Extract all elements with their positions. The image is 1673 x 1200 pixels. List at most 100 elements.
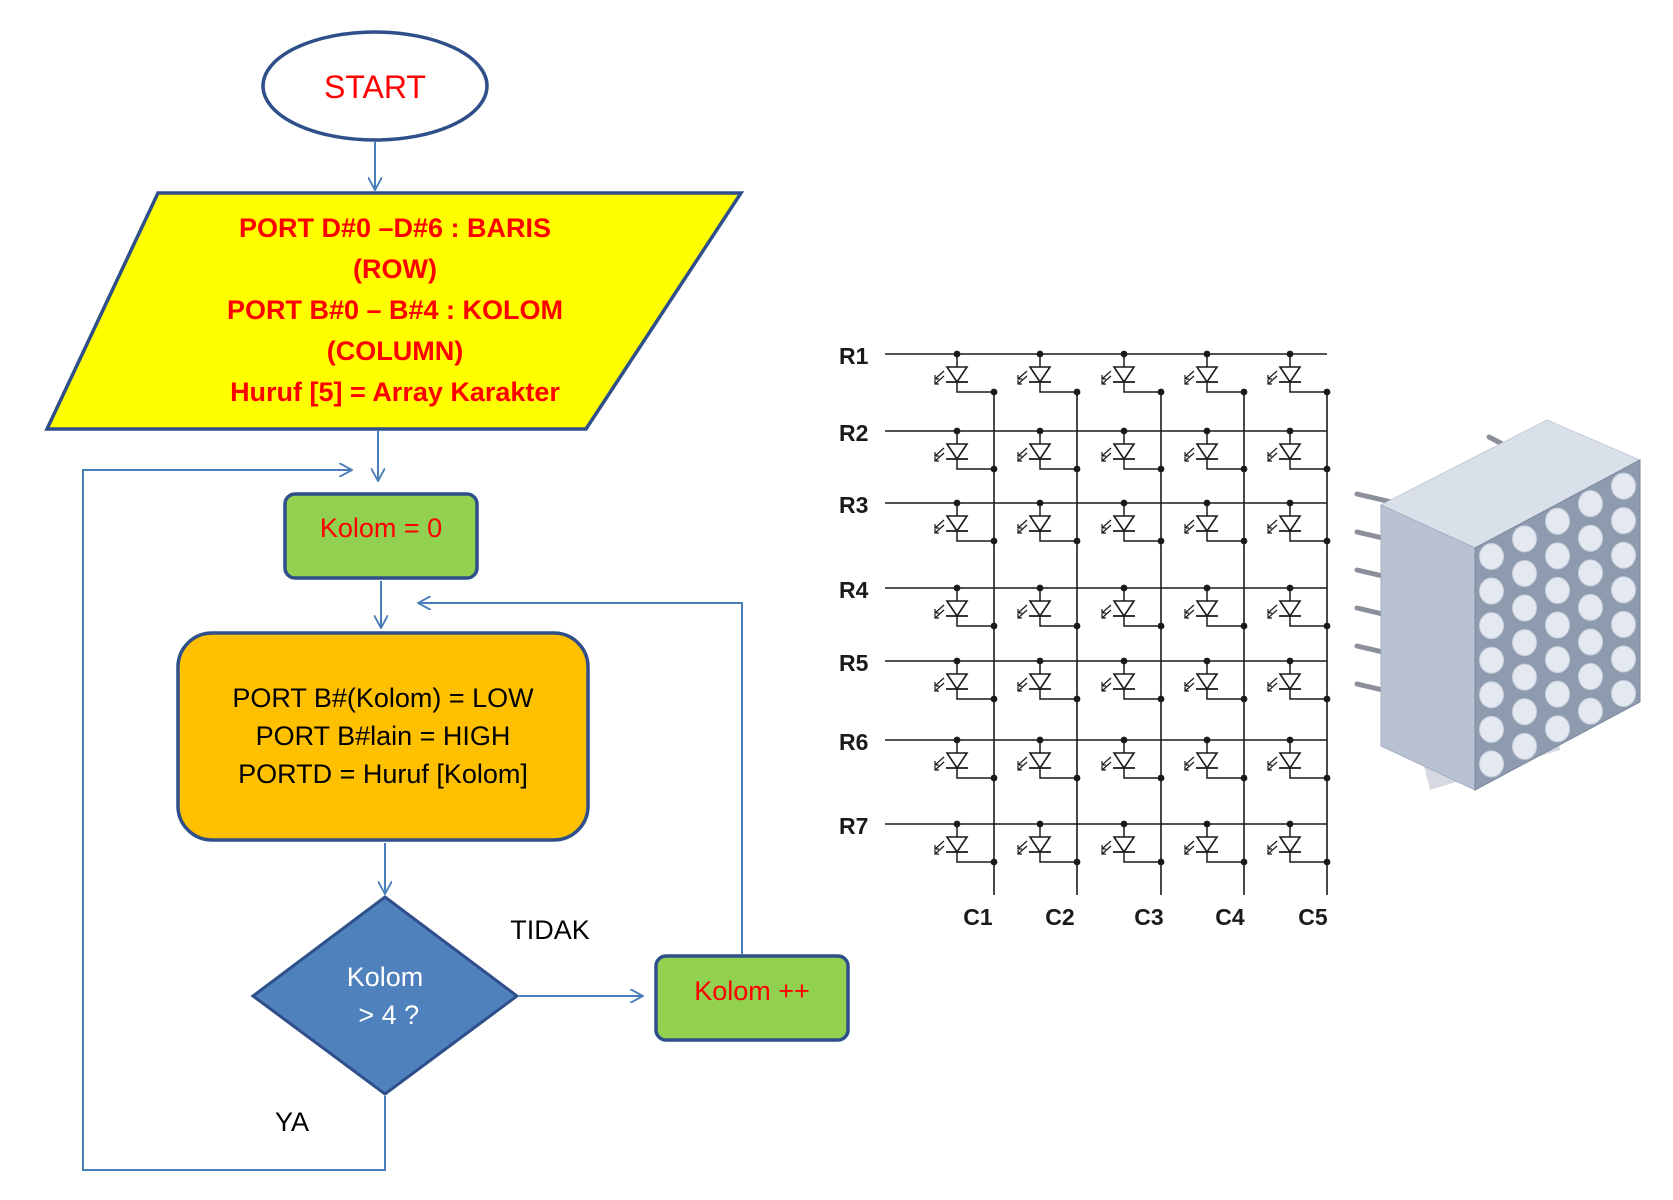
led-emission-arrow (1267, 756, 1278, 766)
led-emission-arrow (1101, 682, 1112, 692)
led-triangle (1112, 366, 1136, 384)
led-triangle (1195, 366, 1219, 384)
start-label: START (324, 69, 426, 105)
led-emission-arrow (1101, 845, 1112, 855)
module-dot-r3-c1 (1479, 612, 1504, 640)
led-triangle (1195, 443, 1219, 461)
junction-dot (1323, 774, 1331, 782)
led-triangle (1278, 600, 1302, 618)
col-label-c1: C1 (963, 904, 993, 930)
led-emission-arrowhead (1101, 614, 1106, 619)
junction-dot (1036, 350, 1044, 358)
led-matrix-schematic: R1 R2 R3 R4 R5 R6 R7 C1 C2 C3 C4 C5 (839, 343, 1331, 930)
led-emission-arrowhead (1267, 457, 1272, 462)
module-side-face (1380, 504, 1476, 791)
led-r1-c4 (1184, 354, 1244, 393)
junction-dot (1036, 427, 1044, 435)
led-r1-c1 (934, 354, 994, 393)
led-triangle (945, 443, 969, 461)
module-dot-r4-c1 (1479, 646, 1504, 674)
module-dot-r6-c3 (1545, 680, 1570, 708)
led-r4-c1 (934, 588, 994, 627)
led-emission-arrowhead (934, 687, 939, 692)
junction-dot (1120, 657, 1128, 665)
led-cathode-wire (1123, 531, 1161, 542)
led-cathode-wire (956, 616, 994, 627)
led-emission-arrowhead (1184, 687, 1189, 692)
init-line-5: Huruf [5] = Array Karakter (230, 377, 560, 407)
process-rect (176, 631, 590, 842)
led-emission-arrowhead (1017, 850, 1022, 855)
led-emission-arrow (1267, 840, 1278, 850)
junction-dot (1157, 465, 1165, 473)
led-triangle (1028, 836, 1052, 854)
led-emission-arrow (1184, 375, 1195, 385)
junction-dot (990, 537, 998, 545)
module-dot-r7-c2 (1512, 732, 1537, 760)
led-emission-arrow (934, 370, 945, 380)
led-r2-c1 (934, 431, 994, 470)
led-emission-arrowhead (1101, 529, 1106, 534)
led-triangle (1028, 515, 1052, 533)
led-cathode-wire (956, 459, 994, 470)
junction-dot (1073, 622, 1081, 630)
led-emission-arrowhead (1184, 766, 1189, 771)
led-emission-arrow (1017, 524, 1028, 534)
decision-line-2: > 4 ? (351, 1000, 419, 1030)
led-r3-c5 (1267, 503, 1327, 542)
led-emission-arrowhead (1017, 687, 1022, 692)
led-emission-arrow (1017, 845, 1028, 855)
junction-dot (1323, 622, 1331, 630)
led-r5-c5 (1267, 661, 1327, 700)
led-triangle (1278, 443, 1302, 461)
led-matrix-module-illustration (1354, 419, 1642, 791)
module-dot-r4-c3 (1545, 611, 1570, 639)
led-emission-arrow (1017, 375, 1028, 385)
led-triangle (1278, 366, 1302, 384)
led-emission-arrowhead (1267, 687, 1272, 692)
module-dot-r6-c4 (1578, 663, 1603, 691)
led-emission-arrowhead (1184, 375, 1189, 380)
led-cathode-wire (1123, 459, 1161, 470)
led-emission-arrow (1101, 370, 1112, 380)
led-emission-arrow (1267, 375, 1278, 385)
led-emission-arrowhead (1101, 687, 1106, 692)
junction-dot (1240, 858, 1248, 866)
kolom-zero-block: Kolom = 0 (283, 492, 479, 580)
led-triangle (1028, 673, 1052, 691)
kolom-zero-rect (283, 492, 479, 580)
module-dot-r5-c3 (1545, 646, 1570, 674)
led-r3-c2 (1017, 503, 1077, 542)
junction-dot (953, 820, 961, 828)
junction-dot (1323, 695, 1331, 703)
led-emission-arrow (1184, 452, 1195, 462)
led-emission-arrowhead (934, 524, 939, 529)
led-emission-arrow (1101, 756, 1112, 766)
module-dot-r6-c5 (1611, 645, 1636, 673)
led-r1-c2 (1017, 354, 1077, 393)
led-emission-arrowhead (934, 845, 939, 850)
led-emission-arrowhead (934, 380, 939, 385)
led-cathode-wire (1289, 768, 1327, 779)
junction-dot (1157, 537, 1165, 545)
junction-dot (990, 622, 998, 630)
led-cathode-wire (956, 852, 994, 863)
led-emission-arrow (934, 375, 945, 385)
led-emission-arrowhead (1017, 529, 1022, 534)
led-emission-arrowhead (1101, 609, 1106, 614)
junction-dot (1240, 537, 1248, 545)
led-emission-arrow (1184, 519, 1195, 529)
led-emission-arrowhead (1101, 761, 1106, 766)
col-label-c4: C4 (1215, 904, 1245, 930)
junction-dot (990, 858, 998, 866)
column-labels: C1 C2 C3 C4 C5 (963, 904, 1328, 930)
led-r6-c5 (1267, 740, 1327, 779)
row-label-r1: R1 (839, 343, 869, 369)
led-triangle (1278, 836, 1302, 854)
junction-dot (1073, 465, 1081, 473)
led-emission-arrow (1184, 604, 1195, 614)
junction-dot (1036, 499, 1044, 507)
led-emission-arrow (1184, 761, 1195, 771)
led-emission-arrowhead (934, 375, 939, 380)
